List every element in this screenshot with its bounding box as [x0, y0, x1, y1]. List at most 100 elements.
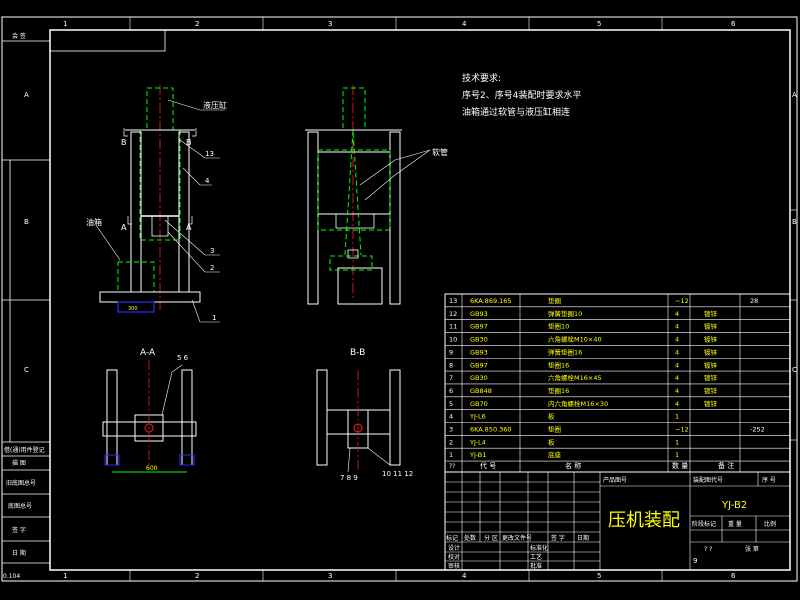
- bom-cell-qty: ~12: [675, 426, 689, 434]
- countersign-label: 会 签: [12, 32, 26, 40]
- bom-cell-name: 垫圈: [548, 296, 561, 305]
- review-label: 审核: [448, 562, 460, 570]
- callout-1: 1: [212, 314, 216, 322]
- zone-left-b: B: [24, 218, 29, 226]
- bom-cell-qty: 1: [675, 413, 679, 421]
- part-code-label: 装配图代号: [693, 476, 723, 484]
- zone-top-6: 6: [731, 20, 736, 28]
- bom-cell-code: 6KA.869.165: [470, 297, 512, 305]
- bom-cell-material: 镀锌: [704, 335, 718, 344]
- bom-cell-qty: 4: [675, 387, 679, 395]
- std-label: 标准化: [530, 544, 548, 552]
- bom-cell-material: 镀锌: [704, 373, 718, 382]
- hose-label: 软管: [432, 147, 448, 157]
- bom-cell-name: 六角螺栓M10×40: [548, 335, 602, 344]
- sheet-number: 9: [693, 557, 697, 565]
- zone-top-5: 5: [597, 20, 601, 28]
- zone-bottom-4: 4: [462, 572, 467, 580]
- callout-3: 3: [210, 247, 214, 255]
- bom-header-qty: 数 量: [672, 461, 688, 470]
- bom-cell-code: GB30: [470, 374, 488, 382]
- section-mark-a-right: A: [186, 223, 192, 232]
- bom-cell-name: 板: [548, 437, 555, 446]
- left-strip-grid: [2, 29, 166, 564]
- bom-cell-code: GB70: [470, 400, 488, 408]
- bom-cell-no: 12: [449, 310, 457, 318]
- callout-10-11-12: 10 11 12: [382, 470, 413, 478]
- bom-cell-qty: 4: [675, 361, 679, 369]
- side-view: 软管: [305, 85, 448, 305]
- callout-7-8-9: 7 8 9: [340, 474, 358, 482]
- bom-cell-material: 镀锌: [704, 309, 718, 318]
- sheet-label: 张 第: [745, 545, 759, 553]
- bom-cell-material: 镀锌: [704, 386, 718, 395]
- section-mark-b-right: B: [186, 138, 192, 147]
- section-bb-title: B-B: [350, 348, 365, 358]
- section-mark-b-left: B: [121, 138, 127, 147]
- zone-right-c: C: [792, 366, 797, 374]
- rev-count-label: 处数: [464, 534, 476, 542]
- callout-5-6: 5 6: [177, 354, 189, 362]
- corner-code: 0.104: [3, 573, 20, 580]
- bom-cell-no: 2: [449, 438, 453, 446]
- title-block: 产品图号 装配图代号 序 号 压机装配 YJ-B2 阶段标记 重 量 比例 ? …: [444, 471, 791, 571]
- bom-cell-name: 垫圈16: [548, 386, 569, 395]
- drawing-name: 压机装配: [608, 510, 680, 531]
- bom-cell-qty: 4: [675, 336, 679, 344]
- technical-requirements: 技术要求: 序号2、序号4装配时要求水平 油箱通过软管与液压缸相连: [462, 72, 581, 118]
- bom-cell-code: GB848: [470, 387, 492, 395]
- bom-cell-name: 弹簧垫圈10: [548, 309, 582, 318]
- trace-label: 描 图: [12, 459, 26, 467]
- dim-600-label: 600: [146, 465, 158, 472]
- design-label: 设计: [448, 544, 460, 552]
- callout-4: 4: [205, 177, 210, 185]
- bom-cell-no: 1: [449, 451, 453, 459]
- bom-header-note: 备 注: [718, 461, 734, 470]
- bom-cell-no: 4: [449, 413, 453, 421]
- tech-req-title: 技术要求:: [462, 72, 501, 84]
- bom-cell-no: 8: [449, 361, 453, 369]
- zone-top-4: 4: [462, 20, 467, 28]
- bom-cell-qty: 4: [675, 323, 679, 331]
- front-view: 300 B B A A 液压缸 13 4 3 2 1 油箱: [86, 85, 227, 323]
- cylinder-label: 液压缸: [203, 100, 227, 110]
- bom-cell-note: -252: [750, 426, 765, 434]
- zone-right-b: B: [792, 218, 797, 226]
- check-label: 校对: [448, 553, 460, 561]
- left-strip-text: 会 签 借(通)用件登记 描 图 旧底图总号 底图总号 签 字 日 期 0.10…: [3, 32, 45, 580]
- bom-cell-no: 7: [449, 374, 453, 382]
- bom-cell-note: 28: [750, 297, 758, 305]
- zone-left-a: A: [24, 91, 29, 99]
- zone-bottom-5: 5: [597, 572, 601, 580]
- bom-cell-material: 镀锌: [704, 322, 718, 331]
- outer-border: [1, 16, 798, 582]
- bom-cell-name: 垫圈16: [548, 360, 569, 369]
- section-mark-a-left: A: [121, 223, 127, 232]
- bom-cell-name: 板: [548, 412, 555, 421]
- bom-cell-qty: ~12: [675, 297, 689, 305]
- scale-label: 比例: [764, 520, 776, 528]
- rev-date-label: 日期: [577, 534, 589, 542]
- bom-cell-name: 内六角螺栓M16×30: [548, 399, 608, 408]
- process-label: 工艺: [530, 553, 542, 561]
- section-aa-title: A-A: [140, 348, 156, 358]
- date-label: 日 期: [12, 549, 26, 557]
- bom-header-code: 代 号: [480, 461, 496, 470]
- zone-top-3: 3: [328, 20, 332, 28]
- stage-mark-label: 阶段标记: [692, 520, 716, 528]
- zone-top-1: 1: [63, 20, 67, 28]
- zone-left-c: C: [24, 366, 29, 374]
- drawing-number: YJ-B2: [721, 500, 747, 511]
- bom-cell-name: 垫圈: [548, 425, 561, 434]
- bom-cell-code: GB97: [470, 361, 488, 369]
- bom-cell-name: 六角螺栓M16×45: [548, 373, 602, 382]
